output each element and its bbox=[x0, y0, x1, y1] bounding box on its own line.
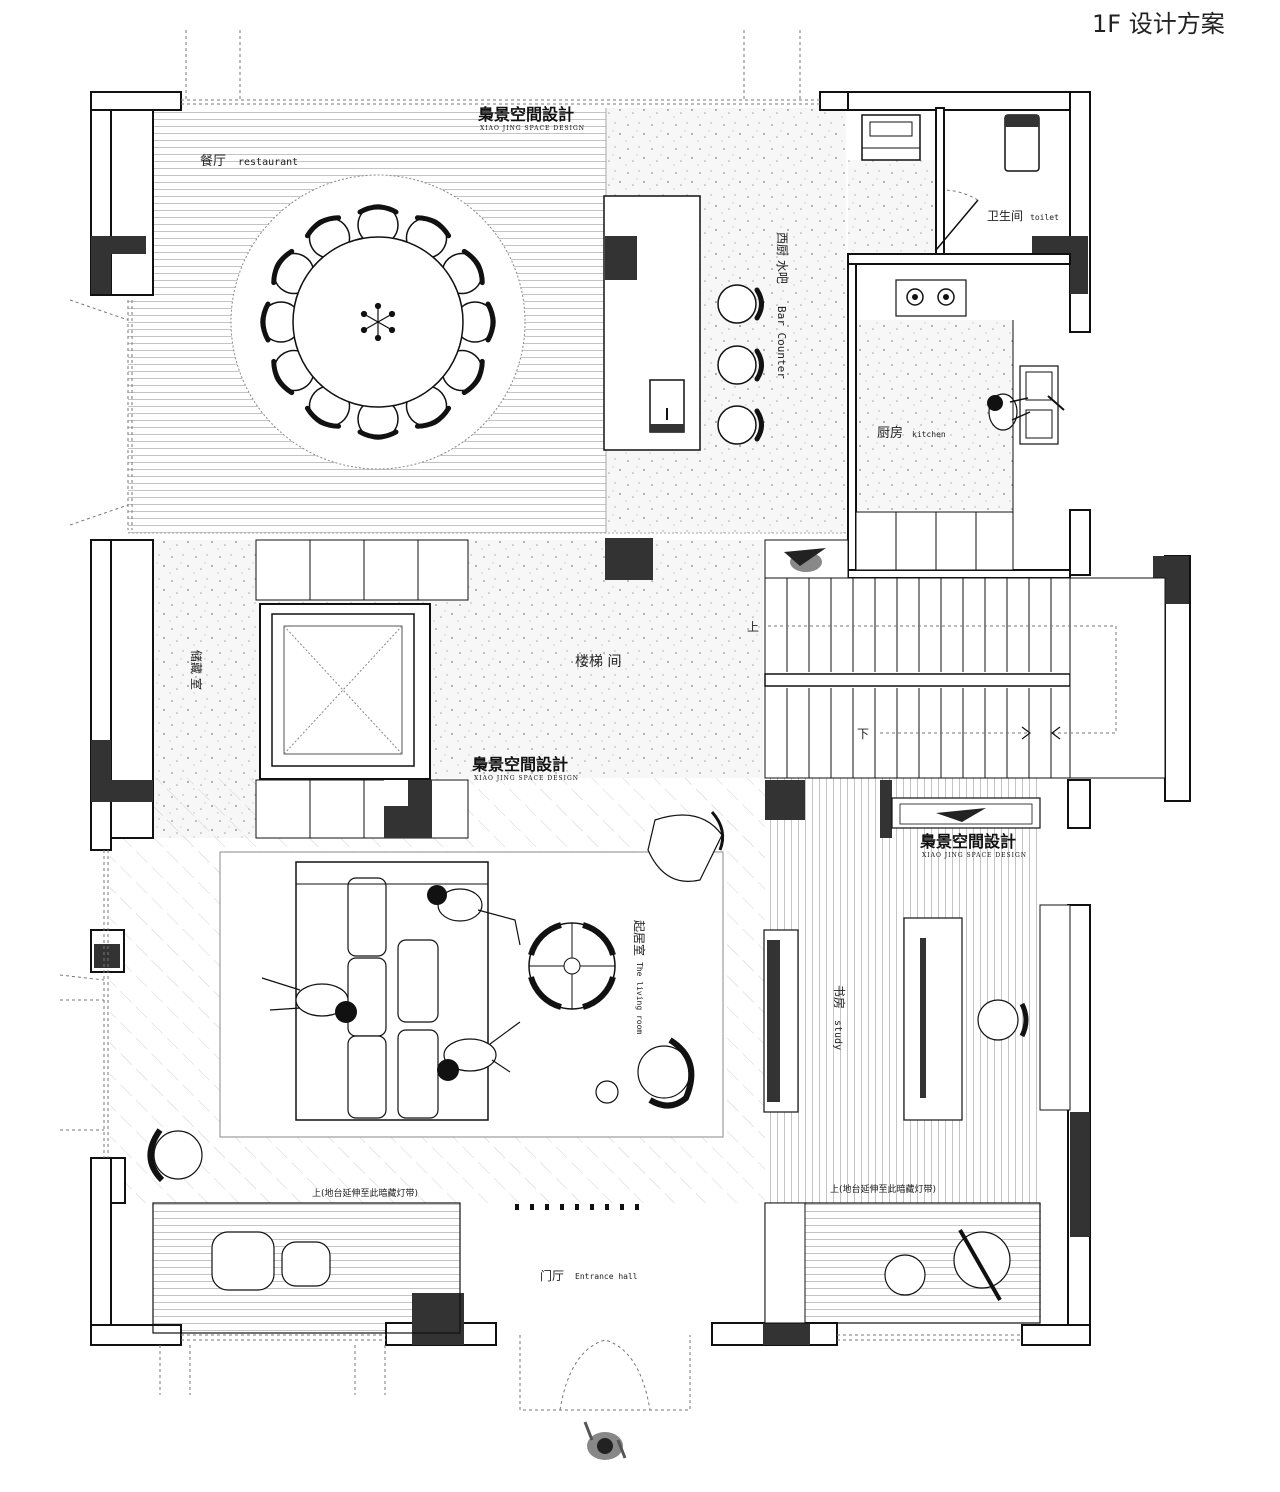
storage-label: 储藏 室 bbox=[189, 650, 204, 690]
brand-sub: XIAO JING SPACE DESIGN bbox=[922, 852, 1027, 859]
exterior-walls bbox=[90, 91, 1191, 1346]
hall-label-en: Entrance hall bbox=[575, 1272, 638, 1281]
study-chair-icon bbox=[977, 999, 1029, 1041]
storage-elevator: 储藏 室 bbox=[189, 539, 469, 839]
brand-stamp-middle: 梟景空間設計 XIAO JING SPACE DESIGN bbox=[471, 755, 579, 782]
stair-down-label: 下 bbox=[857, 727, 869, 741]
stair-handrail bbox=[764, 673, 1071, 687]
accent-chair-icon bbox=[637, 1037, 695, 1109]
cook-figure-icon bbox=[987, 393, 1031, 431]
restaurant-label-en: restaurant bbox=[238, 157, 298, 168]
person-figure-icon bbox=[261, 977, 357, 1023]
toilet-floor bbox=[848, 160, 936, 255]
plant-icon bbox=[764, 539, 849, 579]
hall-label-cn: 门厅 bbox=[540, 1268, 564, 1283]
side-table bbox=[595, 1080, 619, 1104]
chandelier-icon bbox=[360, 302, 396, 342]
study-label-en: study bbox=[832, 1020, 843, 1050]
study-step-label: 上(地台延伸至此暗藏灯带) bbox=[830, 1183, 936, 1195]
entrance-hall: 门厅 Entrance hall bbox=[515, 1204, 639, 1460]
plan-title: 1F 设计方案 bbox=[1092, 10, 1225, 38]
toilet-door-swing bbox=[935, 199, 979, 251]
brand-name: 梟景空間設計 bbox=[471, 755, 568, 774]
stair-up-label: 上 bbox=[747, 620, 759, 634]
armchair-icon bbox=[147, 1128, 203, 1183]
bistro-set-icon bbox=[884, 1229, 1011, 1301]
window-openings bbox=[59, 30, 1022, 1411]
study-desk bbox=[903, 917, 963, 1121]
brand-stamp-study: 梟景空間設計 XIAO JING SPACE DESIGN bbox=[919, 832, 1027, 859]
restaurant-label-cn: 餐厅 bbox=[200, 153, 226, 169]
staircase: 上 下 楼梯 间 bbox=[575, 539, 1166, 779]
bar-label-cn: 西厨 水吧 bbox=[775, 232, 789, 284]
lounger-icon bbox=[211, 1231, 331, 1291]
bar-label-en: Bar Counter bbox=[775, 306, 788, 379]
lounge-chair-icon bbox=[647, 811, 725, 882]
bar-sink bbox=[649, 379, 685, 433]
study-label-cn: 书房 bbox=[832, 985, 847, 1009]
kitchen-floor bbox=[848, 320, 1013, 510]
kitchen: 厨房 kitchen bbox=[847, 263, 1071, 579]
restaurant: 餐厅 restaurant bbox=[128, 108, 846, 534]
toilet-label-cn: 卫生间 bbox=[987, 209, 1023, 223]
brand-name: 梟景空間設計 bbox=[477, 105, 574, 124]
study-floor bbox=[765, 778, 1040, 1203]
visitor-figure-icon bbox=[583, 1421, 627, 1460]
stair-down-arrow-icon bbox=[1021, 726, 1031, 740]
toilet-room: 卫生间 toilet bbox=[847, 107, 1071, 265]
round-coffee-table bbox=[528, 922, 616, 1010]
brand-sub: XIAO JING SPACE DESIGN bbox=[474, 775, 579, 782]
person-figure-icon bbox=[427, 885, 521, 946]
right-terrace bbox=[764, 1202, 1041, 1324]
kitchen-label-cn: 厨房 bbox=[877, 425, 903, 441]
brand-stamp-top: 梟景空間設計 XIAO JING SPACE DESIGN bbox=[477, 105, 585, 132]
toilet-label-en: toilet bbox=[1030, 213, 1059, 222]
kitchen-counter bbox=[855, 511, 1014, 571]
stair-hall-label: 楼梯 间 bbox=[575, 654, 621, 670]
living-label-cn: 起居室 bbox=[632, 920, 647, 956]
person-figure-icon bbox=[437, 1021, 521, 1081]
left-terrace bbox=[152, 1202, 461, 1334]
living-label-en: The living room bbox=[635, 962, 644, 1034]
brand-name: 梟景空間設計 bbox=[919, 832, 1016, 851]
living-step-label: 上(地台延伸至此暗藏灯带) bbox=[312, 1187, 418, 1199]
brand-sub: XIAO JING SPACE DESIGN bbox=[480, 125, 585, 132]
study: 书房 study 上(地台延伸至此暗藏灯带) bbox=[763, 797, 1071, 1195]
bar-counter: 西厨 水吧 Bar Counter bbox=[603, 195, 789, 451]
living-room: 起居室 The living room 上(地台延伸至此暗藏灯带) bbox=[147, 811, 725, 1199]
leaf-decor-icon bbox=[936, 808, 986, 822]
kitchen-label-en: kitchen bbox=[912, 430, 946, 439]
bar-stools bbox=[717, 284, 764, 445]
